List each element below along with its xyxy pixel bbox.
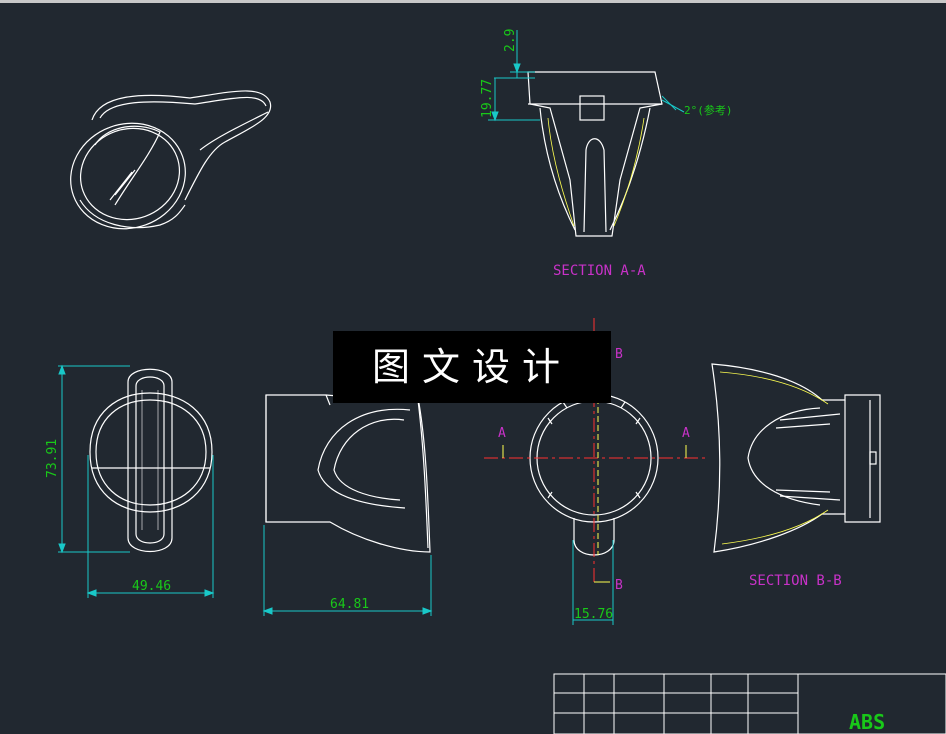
section-a-wall-left	[539, 107, 576, 231]
section-a-dimensions	[488, 30, 685, 122]
section-a-stem	[583, 138, 607, 233]
section-b-hidden	[719, 371, 829, 545]
cut-label-b-bottom: B	[615, 578, 623, 593]
side-dimensions	[262, 525, 433, 616]
side-curve-inner	[333, 418, 405, 501]
dim-text-64-81: 64.81	[330, 597, 369, 612]
front-dome	[89, 392, 213, 513]
section-b-b-view	[711, 363, 881, 553]
front-handle-outer	[127, 368, 173, 552]
iso-base	[79, 199, 186, 229]
section-a-wall-right	[609, 107, 651, 231]
section-a-hidden	[547, 117, 645, 227]
dim-29-arrow	[513, 63, 521, 74]
side-view	[265, 394, 431, 553]
dim-text-draft-angle: 2°(参考)	[684, 103, 733, 117]
iso-ring-outer	[70, 122, 186, 230]
top-rib-1	[547, 417, 641, 499]
section-a-boss	[579, 95, 605, 121]
dim-6481-arrow-right	[422, 607, 433, 615]
title-block	[553, 673, 946, 734]
watermark-text: 图文设计	[371, 345, 572, 389]
cut-label-a-right: A	[682, 426, 690, 441]
section-a-a-label: SECTION A-A	[553, 263, 646, 279]
cut-label-b-top: B	[615, 347, 623, 362]
dim-angle-leader	[661, 99, 685, 113]
title-block-frame	[553, 673, 946, 734]
dim-text-15-76: 15.76	[574, 607, 613, 622]
iso-inner-detail	[94, 125, 161, 206]
side-top-step	[325, 394, 331, 406]
cut-label-a-left: A	[498, 426, 506, 441]
section-b-outline	[711, 363, 881, 553]
front-handle-inner	[135, 376, 165, 544]
iso-handle-outline	[91, 90, 272, 201]
side-outline	[265, 394, 431, 553]
front-view	[89, 368, 213, 552]
dim-angle-arc	[661, 95, 677, 111]
material-label: ABS	[849, 710, 885, 734]
iso-inner-rib	[109, 169, 136, 201]
top-dimensions	[572, 540, 614, 625]
section-b-inner-shadow	[775, 413, 841, 501]
front-dimensions	[58, 364, 215, 598]
side-curve-outer	[317, 408, 411, 509]
section-a-outline	[527, 71, 663, 237]
dim-1977-arrow	[491, 111, 499, 122]
top-rib-2	[562, 401, 626, 409]
watermark-banner: 图文设计	[333, 331, 611, 403]
dim-4946-arrow-left	[86, 589, 97, 597]
dim-text-49-46: 49.46	[132, 579, 171, 594]
dim-text-2-9: 2.9	[503, 29, 518, 52]
front-dome-inner	[95, 399, 207, 506]
dim-6481-arrow-left	[262, 607, 273, 615]
dim-text-19-77: 19.77	[480, 79, 495, 118]
section-b-clip	[869, 451, 877, 465]
section-b-b-label: SECTION B-B	[749, 573, 842, 589]
dim-4946-arrow-right	[204, 589, 215, 597]
window-top-border	[0, 0, 946, 3]
front-handle-shade	[141, 390, 159, 530]
section-a-a-view	[527, 71, 663, 237]
isometric-view	[70, 90, 272, 230]
iso-ring-inner	[79, 127, 181, 221]
iso-handle-lower	[199, 111, 269, 151]
dim-7391-arrow-top	[58, 364, 66, 375]
dim-7391-arrow-bottom	[58, 543, 66, 554]
dim-text-73-91: 73.91	[45, 439, 60, 478]
side-wall	[417, 399, 429, 549]
iso-handle-edge	[99, 96, 267, 119]
